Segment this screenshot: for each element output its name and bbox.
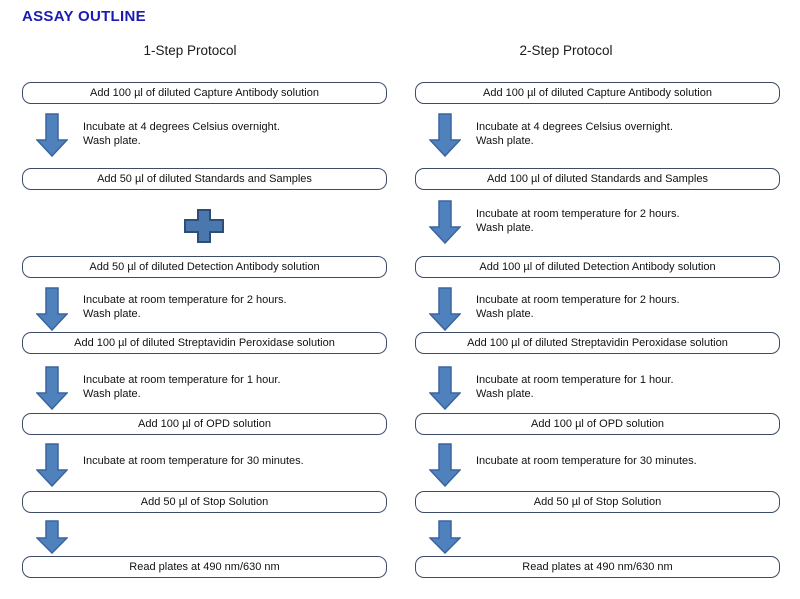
step-label: Add 100 µl of diluted Standards and Samp… [487, 173, 708, 185]
note-line: Wash plate. [83, 307, 141, 320]
down-arrow-icon [429, 287, 461, 331]
incubation-note: Incubate at 4 degrees Celsius overnight.… [476, 121, 673, 148]
step-box-read-plates: Read plates at 490 nm/630 nm [22, 556, 387, 578]
incubation-note: Incubate at room temperature for 30 minu… [476, 455, 697, 469]
note-line: Incubate at room temperature for 30 minu… [83, 455, 304, 467]
down-arrow-icon [429, 113, 461, 157]
down-arrow-icon [36, 113, 68, 157]
down-arrow-icon [36, 443, 68, 487]
step-label: Add 50 µl of Stop Solution [140, 496, 269, 508]
step-box-detection-antibody: Add 100 µl of diluted Detection Antibody… [415, 256, 780, 278]
note-line: Wash plate. [476, 387, 534, 400]
step-box-standards-samples: Add 50 µl of diluted Standards and Sampl… [22, 168, 387, 190]
note-line: Wash plate. [83, 387, 141, 400]
down-arrow-icon [429, 443, 461, 487]
page-title: ASSAY OUTLINE [22, 8, 146, 25]
step-box-streptavidin: Add 100 µl of diluted Streptavidin Perox… [415, 332, 780, 354]
step-label: Add 100 µl of diluted Streptavidin Perox… [467, 337, 728, 349]
down-arrow-icon [36, 287, 68, 331]
note-line: Wash plate. [476, 307, 534, 320]
note-line: Incubate at room temperature for 2 hours… [83, 294, 287, 306]
step-label: Add 50 µl of Stop Solution [533, 496, 662, 508]
column-header-1-step: 1-Step Protocol [143, 43, 237, 58]
step-box-stop-solution: Add 50 µl of Stop Solution [415, 491, 780, 513]
incubation-note: Incubate at room temperature for 1 hour.… [83, 374, 281, 401]
step-box-streptavidin: Add 100 µl of diluted Streptavidin Perox… [22, 332, 387, 354]
step-label: Read plates at 490 nm/630 nm [522, 561, 673, 573]
step-box-read-plates: Read plates at 490 nm/630 nm [415, 556, 780, 578]
down-arrow-icon [429, 520, 461, 554]
incubation-note: Incubate at room temperature for 1 hour.… [476, 374, 674, 401]
note-line: Incubate at room temperature for 2 hours… [476, 208, 680, 220]
step-box-stop-solution: Add 50 µl of Stop Solution [22, 491, 387, 513]
step-label: Add 100 µl of OPD solution [138, 418, 271, 430]
step-label: Add 100 µl of diluted Capture Antibody s… [90, 87, 319, 99]
step-label: Add 100 µl of diluted Detection Antibody… [479, 261, 716, 273]
step-box-opd: Add 100 µl of OPD solution [22, 413, 387, 435]
step-label: Add 100 µl of diluted Streptavidin Perox… [74, 337, 335, 349]
step-box-detection-antibody: Add 50 µl of diluted Detection Antibody … [22, 256, 387, 278]
note-line: Wash plate. [83, 134, 141, 147]
down-arrow-icon [429, 200, 461, 244]
step-label: Read plates at 490 nm/630 nm [129, 561, 280, 573]
note-line: Wash plate. [476, 221, 534, 234]
down-arrow-icon [36, 520, 68, 554]
column-header-2-step: 2-Step Protocol [519, 43, 613, 58]
note-line: Incubate at room temperature for 1 hour. [476, 374, 674, 386]
incubation-note: Incubate at room temperature for 2 hours… [476, 208, 680, 235]
step-box-opd: Add 100 µl of OPD solution [415, 413, 780, 435]
incubation-note: Incubate at room temperature for 30 minu… [83, 455, 304, 469]
note-line: Incubate at room temperature for 30 minu… [476, 455, 697, 467]
step-label: Add 100 µl of OPD solution [531, 418, 664, 430]
note-line: Incubate at room temperature for 1 hour. [83, 374, 281, 386]
step-box-standards-samples: Add 100 µl of diluted Standards and Samp… [415, 168, 780, 190]
step-label: Add 50 µl of diluted Standards and Sampl… [97, 173, 312, 185]
protocol-column-1-step: Add 100 µl of diluted Capture Antibody s… [22, 0, 387, 599]
step-box-capture-antibody: Add 100 µl of diluted Capture Antibody s… [415, 82, 780, 104]
note-line: Incubate at 4 degrees Celsius overnight. [476, 121, 673, 133]
step-label: Add 100 µl of diluted Capture Antibody s… [483, 87, 712, 99]
incubation-note: Incubate at 4 degrees Celsius overnight.… [83, 121, 280, 148]
incubation-note: Incubate at room temperature for 2 hours… [476, 294, 680, 321]
note-line: Incubate at room temperature for 2 hours… [476, 294, 680, 306]
step-box-capture-antibody: Add 100 µl of diluted Capture Antibody s… [22, 82, 387, 104]
note-line: Incubate at 4 degrees Celsius overnight. [83, 121, 280, 133]
incubation-note: Incubate at room temperature for 2 hours… [83, 294, 287, 321]
down-arrow-icon [36, 366, 68, 410]
protocol-column-2-step: Add 100 µl of diluted Capture Antibody s… [415, 0, 780, 599]
step-label: Add 50 µl of diluted Detection Antibody … [89, 261, 320, 273]
plus-icon [184, 209, 224, 243]
note-line: Wash plate. [476, 134, 534, 147]
down-arrow-icon [429, 366, 461, 410]
